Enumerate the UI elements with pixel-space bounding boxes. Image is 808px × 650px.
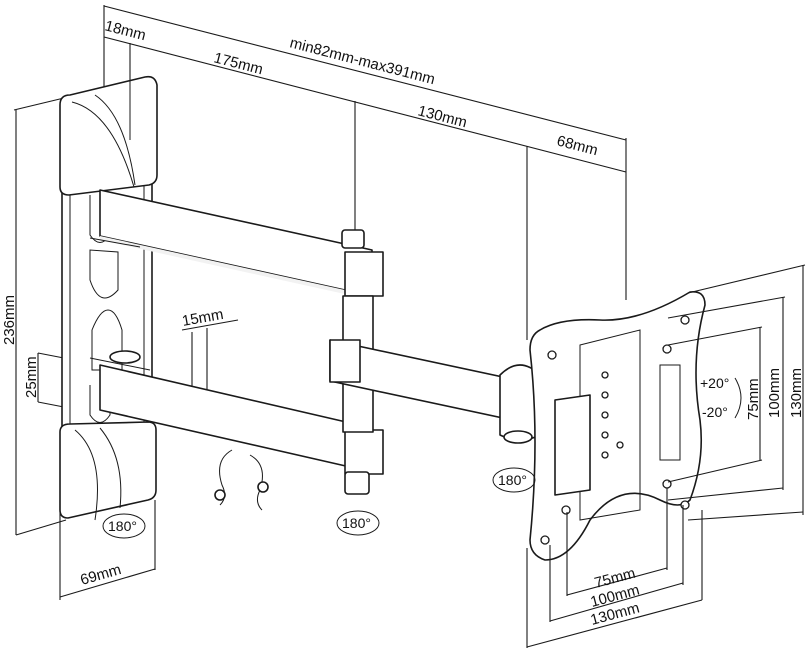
dim-arm1-length: 175mm	[212, 49, 265, 78]
top-dimension-lines	[103, 5, 627, 340]
rotation-wall-label: 180°	[108, 518, 137, 534]
dim-arm-thickness: 15mm	[181, 306, 225, 330]
head-pivot	[499, 364, 541, 444]
rotation-badge-head: 180°	[492, 467, 536, 493]
lower-arm-upper	[89, 189, 384, 300]
tilt-up-label: +20°	[700, 375, 729, 391]
lower-arm-lower	[89, 350, 384, 475]
dim-vesa-medium-h: 100mm	[766, 368, 783, 418]
rotation-head-label: 180°	[498, 472, 527, 488]
dim-arm2-length: 130mm	[416, 102, 469, 131]
rotation-badge-wall: 180°	[102, 513, 146, 539]
upper-arm	[329, 339, 541, 427]
vesa-vertical-dimensions	[667, 264, 806, 521]
dim-vesa-large-h: 130mm	[788, 368, 805, 418]
left-dimension-lines	[13, 97, 156, 600]
dim-wall-plate-depth: 18mm	[103, 17, 148, 44]
dim-height-total: 236mm	[1, 295, 18, 345]
tilt-down-label: -20°	[702, 404, 728, 420]
tilt-holes	[601, 371, 624, 459]
arm-thickness-callout	[181, 319, 239, 398]
vesa-plate	[529, 290, 706, 561]
rotation-badge-mid: 180°	[336, 510, 380, 536]
cable-hook	[214, 449, 269, 511]
tilt-arrow-icon	[734, 377, 742, 419]
vesa-horizontal-dimensions	[526, 488, 703, 648]
dim-arm-spacing: 25mm	[23, 356, 40, 398]
dim-depth-total: min82mm-max391mm	[288, 34, 437, 88]
rotation-mid-label: 180°	[342, 515, 371, 531]
wall-plate	[59, 75, 158, 521]
dim-vesa-small-h: 75mm	[745, 378, 762, 420]
